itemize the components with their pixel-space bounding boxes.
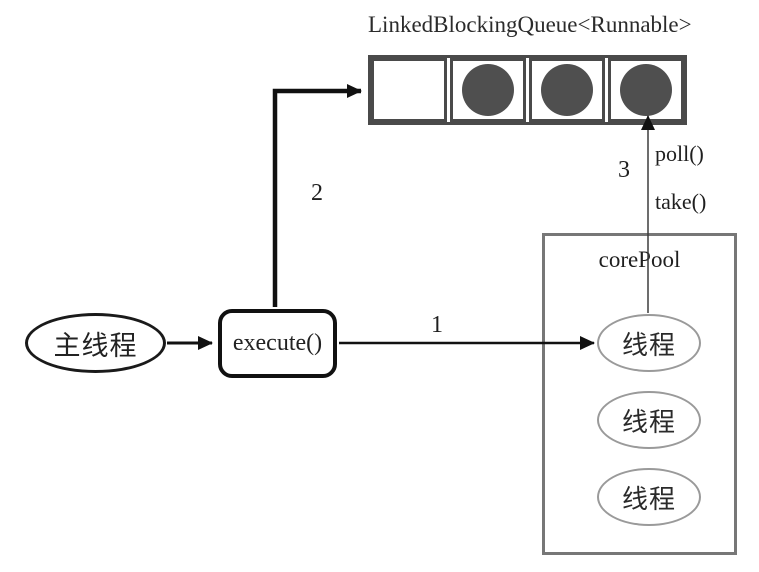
take-label: take(): [655, 189, 707, 214]
core-pool-label: corePool: [598, 247, 681, 272]
queue-cell: [608, 58, 684, 122]
thread-node: 线程: [597, 391, 701, 449]
poll-label: poll(): [655, 141, 704, 166]
queue-cell: [450, 58, 526, 122]
thread-node: 线程: [597, 314, 701, 372]
queue-title: LinkedBlockingQueue<Runnable>: [368, 12, 692, 37]
task-circle: [620, 64, 672, 116]
core-pool-box: corePool: [542, 233, 737, 555]
main-thread-node: 主线程: [25, 313, 166, 373]
task-circle: [541, 64, 593, 116]
execute-node: execute(): [218, 309, 337, 378]
step-2-label: 2: [311, 180, 323, 206]
thread-list: 线程线程线程: [597, 314, 701, 526]
queue-cell: [529, 58, 605, 122]
step-3-label: 3: [618, 157, 630, 183]
step-1-label: 1: [431, 312, 443, 338]
thread-node: 线程: [597, 468, 701, 526]
task-circle: [462, 64, 514, 116]
blocking-queue: [368, 55, 687, 125]
queue-cell: [371, 58, 447, 122]
